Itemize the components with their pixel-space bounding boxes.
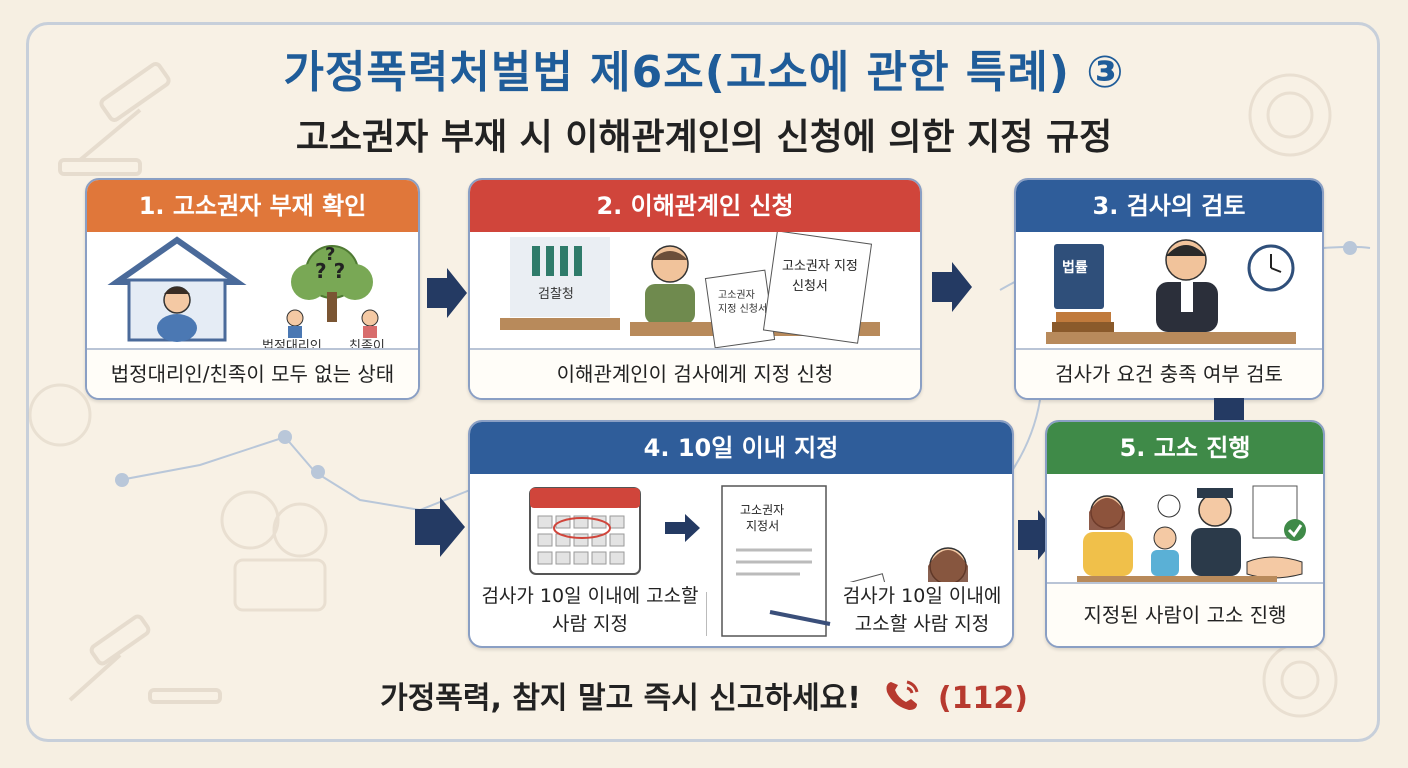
step-title: 1. 고소권자 부재 확인	[87, 180, 418, 232]
step-caption-left: 검사가 10일 이내에 고소할 사람 지정	[480, 582, 700, 638]
house-child-illustration: ? ? ? 법정대리인 친족이	[107, 236, 385, 352]
svg-text:고소권자: 고소권자	[740, 503, 784, 517]
svg-text:고소권자 지정: 고소권자 지정	[782, 259, 858, 274]
emergency-number: (112)	[937, 681, 1028, 716]
gavel-icon	[58, 62, 171, 176]
footer-banner: 가정폭력, 참지 말고 즉시 신고하세요! (112)	[0, 673, 1408, 717]
step-title: 2. 이해관계인 신청	[470, 180, 920, 232]
complaint-illustration	[1077, 485, 1306, 586]
svg-text:신청서: 신청서	[792, 279, 828, 294]
step-card-3: 3. 검사의 검토 법률 검사가 요건 충족 여부 검토	[1014, 178, 1324, 400]
svg-text:법률: 법률	[1062, 259, 1088, 276]
svg-text:지정서: 지정서	[746, 519, 779, 533]
step-caption: 이해관계인이 검사에게 지정 신청	[470, 348, 920, 398]
step-caption: 법정대리인/친족이 모두 없는 상태	[87, 348, 418, 398]
svg-text:?: ?	[325, 244, 335, 265]
connector-line	[1214, 398, 1244, 422]
step-caption: 검사가 요건 충족 여부 검토	[1016, 348, 1322, 398]
page-title: 가정폭력처벌법 제6조(고소에 관한 특례) ③	[283, 47, 1125, 98]
step-title: 3. 검사의 검토	[1016, 180, 1322, 232]
divider	[706, 592, 707, 636]
svg-text:지정 신청서: 지정 신청서	[718, 303, 767, 315]
step-card-1: 1. 고소권자 부재 확인 ? ? ? 법정대리인 친족이 법정대리인/친족이 …	[85, 178, 420, 400]
svg-text:? ?: ? ?	[315, 259, 345, 283]
arrow-right-icon	[427, 268, 467, 318]
prosecutor-illustration: 법률	[1046, 239, 1296, 344]
calendar-document-illustration: 고소권자 지정서	[529, 485, 978, 637]
step-caption-right: 검사가 10일 이내에 고소할 사람 지정	[832, 582, 1012, 638]
arrow-right-icon	[932, 262, 972, 312]
step-card-5: 5. 고소 진행 지정된 사람이 고소 진행	[1045, 420, 1325, 648]
svg-text:검찰청: 검찰청	[538, 287, 574, 302]
step-title: 5. 고소 진행	[1047, 422, 1323, 474]
svg-text:고소권자: 고소권자	[718, 289, 755, 301]
arrow-right-icon	[415, 497, 465, 557]
step-card-4: 4. 10일 이내 지정 고소권자 지정서 검사가 10일 이내에 고소할 사람…	[468, 420, 1014, 648]
page-subtitle: 고소권자 부재 시 이해관계인의 신청에 의한 지정 규정	[295, 117, 1113, 158]
step-card-2: 2. 이해관계인 신청 검찰청 고소권자 지정 신청서 고소권자 지정 신청서 …	[468, 178, 922, 400]
step-title: 4. 10일 이내 지정	[470, 422, 1012, 474]
phone-icon	[886, 680, 919, 710]
footer-text: 가정폭력, 참지 말고 즉시 신고하세요!	[380, 681, 861, 716]
applicant-illustration: 검찰청 고소권자 지정 신청서 고소권자 지정 신청서	[500, 232, 880, 349]
step-caption: 지정된 사람이 고소 진행	[1047, 582, 1323, 646]
